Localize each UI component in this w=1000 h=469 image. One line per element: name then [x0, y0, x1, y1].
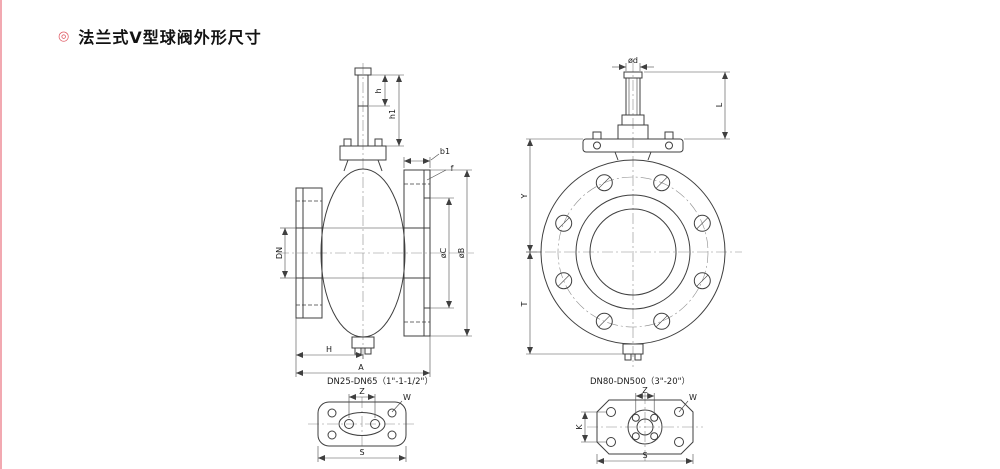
dim-label-s-large: S [642, 451, 647, 460]
dim-label-h: h [374, 88, 383, 93]
dim-label-k-large: K [575, 424, 584, 430]
side-view-centerlines [278, 63, 474, 360]
dim-label-h1: h1 [388, 109, 397, 119]
dim-label-b1: b1 [440, 147, 450, 156]
page-title: 法兰式V型球阀外形尺寸 [78, 28, 262, 47]
dim-label-oc: øC [439, 247, 448, 258]
side-view-valve-body [295, 67, 431, 355]
dim-label-w-large: W [689, 393, 697, 402]
dim-label-l: L [715, 102, 724, 107]
dim-label-y: Y [520, 193, 529, 199]
large-pad-centerlines [587, 393, 703, 463]
dim-label-s-small: S [359, 448, 364, 457]
dim-label-hh: H [326, 345, 332, 354]
dim-label-a: A [358, 363, 364, 372]
dim-label-od: ød [628, 56, 638, 65]
dim-label-ob: øB [457, 248, 466, 258]
large-pad-outline [596, 399, 694, 455]
small-pad-outline [317, 401, 407, 447]
side-view-drawing: h h1 b1 f DN øC øB [275, 63, 474, 377]
dim-label-t: T [520, 301, 529, 307]
small-pad-dimensions: Z W S [317, 387, 411, 462]
dim-label-w-small: W [403, 393, 411, 402]
large-pad-caption: DN80-DN500（3"-20"） [590, 376, 690, 387]
small-pad-caption: DN25-DN65（1"-1-1/2"） [327, 376, 433, 387]
dim-label-f: f [451, 164, 454, 173]
bullet-icon: ◎ [58, 28, 70, 44]
small-pad-centerlines [308, 397, 416, 453]
page-title-row: ◎ 法兰式V型球阀外形尺寸 [58, 24, 262, 48]
front-view-dimensions: ød L Y T [520, 56, 730, 355]
large-pad-dimensions: Z W K S [575, 386, 697, 464]
front-view-valve [540, 71, 726, 361]
small-pad-drawing: DN25-DN65（1"-1-1/2"） Z W [308, 376, 433, 462]
dim-label-z-large: Z [642, 386, 648, 395]
dim-label-dn: DN [275, 247, 284, 259]
dim-label-z-small: Z [359, 387, 365, 396]
front-view-drawing: ød L Y T [520, 56, 742, 367]
large-pad-drawing: DN80-DN500（3"-20"） Z W [575, 376, 703, 464]
left-accent-line [0, 0, 2, 469]
side-view-dimensions: h h1 b1 f DN øC øB [275, 74, 472, 377]
front-view-centerlines [526, 61, 742, 367]
